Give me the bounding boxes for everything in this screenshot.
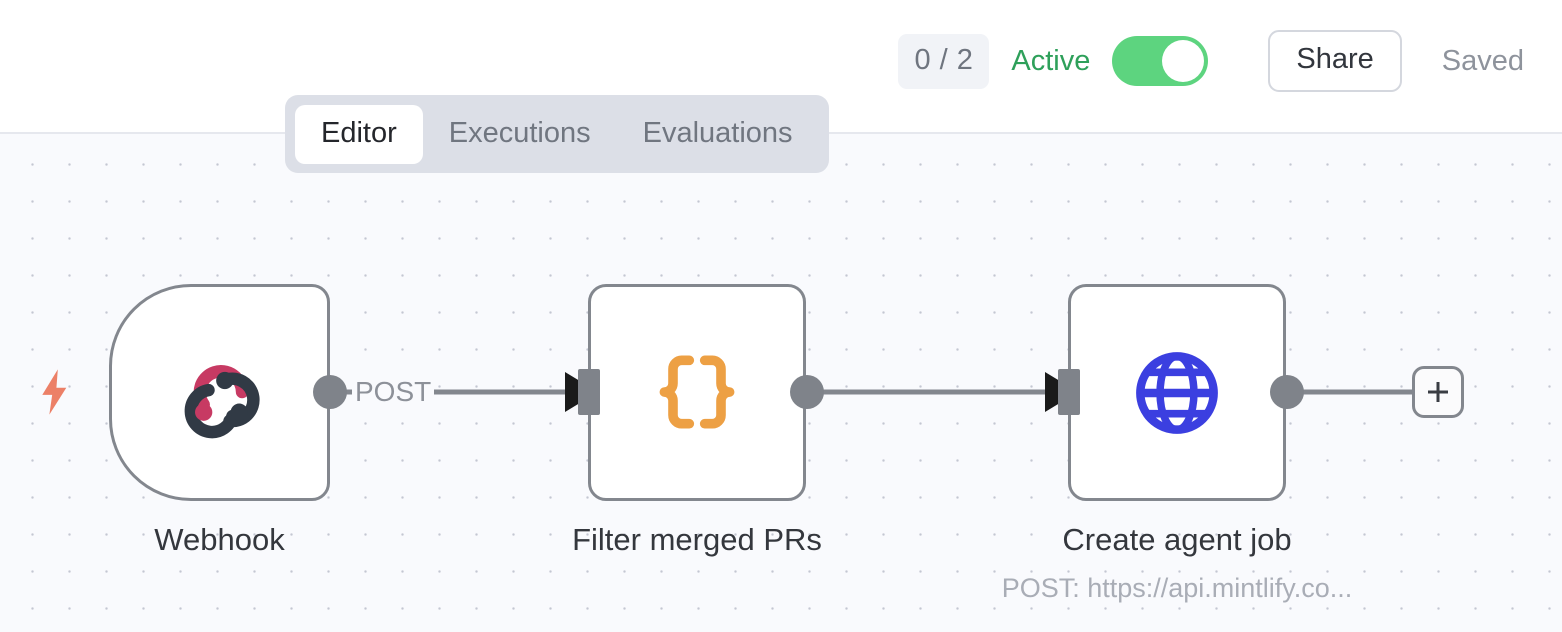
node-sublabel-create-agent-job: POST: https://api.mintlify.co... [1001, 573, 1353, 603]
tab-evaluations[interactable]: Evaluations [642, 116, 793, 149]
webhook-icon [184, 364, 260, 438]
node-create-agent-job[interactable] [1068, 284, 1286, 501]
header-actions: 0 / 2 Active Share Saved [898, 28, 1524, 94]
filter-input-handle[interactable] [578, 369, 600, 415]
node-create-agent-job-body [1071, 287, 1283, 498]
active-status-label: Active [1011, 44, 1091, 77]
node-filter-body [591, 287, 803, 498]
curly-braces-icon [659, 355, 735, 429]
saved-status-label: Saved [1441, 44, 1524, 77]
node-label-create-agent-job: Create agent job [1062, 522, 1292, 557]
webhook-output-handle[interactable] [313, 375, 347, 409]
share-button[interactable]: Share [1268, 30, 1402, 92]
toggle-knob [1162, 40, 1205, 82]
lightning-bolt-icon [38, 368, 72, 421]
globe-icon [1136, 351, 1218, 434]
plus-icon [1428, 382, 1448, 402]
tab-editor[interactable]: Editor [295, 104, 423, 164]
node-label-webhook: Webhook [154, 522, 285, 557]
add-node-button[interactable] [1412, 366, 1464, 418]
edge-label-post: POST [352, 378, 435, 406]
node-webhook-body [112, 287, 327, 498]
create-agent-job-input-handle[interactable] [1058, 369, 1080, 415]
node-label-filter-merged-prs: Filter merged PRs [572, 522, 822, 557]
tab-executions[interactable]: Executions [448, 116, 591, 149]
create-agent-job-output-handle[interactable] [1270, 375, 1304, 409]
filter-output-handle[interactable] [790, 375, 824, 409]
run-count-badge: 0 / 2 [898, 33, 990, 89]
view-tabs: Editor Executions Evaluations [285, 95, 829, 173]
node-webhook[interactable] [109, 284, 330, 501]
active-toggle[interactable] [1112, 36, 1209, 86]
node-filter-merged-prs[interactable] [588, 284, 806, 501]
